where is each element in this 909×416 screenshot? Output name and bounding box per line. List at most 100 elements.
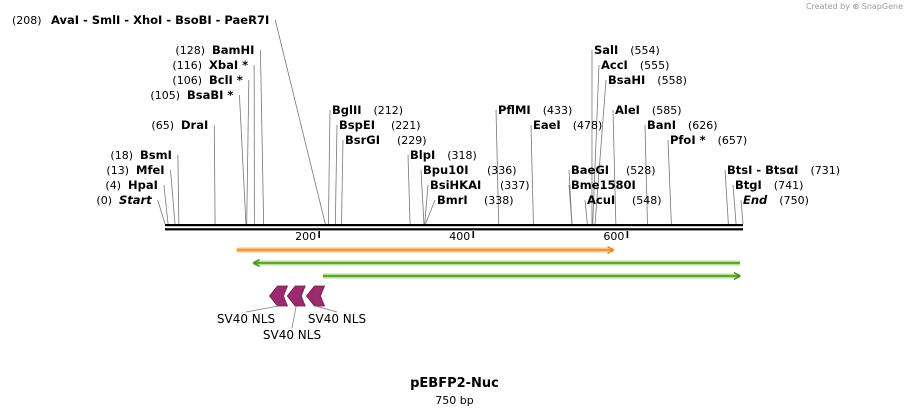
site-name-btgi: BtgI xyxy=(735,178,762,192)
site-leader-alei xyxy=(612,109,617,225)
site-leader-eaei xyxy=(530,124,534,225)
site-multi[interactable]: AvaI - SmlI - XhoI - BsoBI - PaeR7I(208) xyxy=(12,13,269,27)
site-leader-multi xyxy=(274,19,326,225)
site-name-multi: AvaI - SmlI - XhoI - BsoBI - PaeR7I xyxy=(51,13,269,27)
site-bcli[interactable]: BclI *(106) xyxy=(172,73,242,87)
orf-orange[interactable] xyxy=(236,245,615,255)
site-name-drai: DraI xyxy=(181,118,208,132)
site-pos-bspei: (221) xyxy=(391,119,421,132)
site-pos-mfei: (13) xyxy=(106,164,129,177)
site-name-bani: BanI xyxy=(647,118,676,132)
site-name-sali: SalI xyxy=(594,43,618,57)
nls-2-arrow xyxy=(286,285,306,307)
site-bsmi[interactable]: BsmI(18) xyxy=(110,148,171,162)
nls-3[interactable]: SV40 NLS xyxy=(305,285,366,326)
nls-2[interactable]: SV40 NLS xyxy=(263,285,321,342)
site-leader-bmri xyxy=(425,199,436,225)
site-pos-end: (750) xyxy=(779,194,809,207)
site-bsahi[interactable]: BsaHI(558) xyxy=(608,73,687,87)
site-leader-bspei xyxy=(334,124,338,225)
site-pos-bsrgi: (229) xyxy=(397,134,427,147)
site-acci[interactable]: AccI(555) xyxy=(601,58,669,72)
site-mfei[interactable]: MfeI (13) xyxy=(106,163,164,177)
site-name-baegi: BaeGI xyxy=(571,163,609,177)
site-leader-start xyxy=(157,199,166,225)
site-leader-btgi xyxy=(732,184,737,225)
site-bmri[interactable]: BmrI (338) xyxy=(437,193,514,207)
site-pos-drai: (65) xyxy=(151,119,174,132)
site-leader-bsahi xyxy=(594,79,607,225)
site-leader-bpu10i xyxy=(420,169,425,225)
site-bsihkai[interactable]: BsiHKAI(337) xyxy=(430,178,530,192)
site-eaei[interactable]: EaeI(478) xyxy=(533,118,602,132)
site-name-eaei: EaeI xyxy=(533,118,561,132)
site-pos-xbai: (116) xyxy=(172,59,202,72)
site-leader-bme1580i xyxy=(568,184,573,225)
orf-green-2[interactable] xyxy=(322,271,742,281)
site-name-bspei: BspEI xyxy=(339,118,375,132)
site-sali[interactable]: SalI(554) xyxy=(594,43,660,57)
site-btgi[interactable]: BtgI(741) xyxy=(735,178,803,192)
site-bsrgi[interactable]: BsrGI(229) xyxy=(345,133,427,147)
site-name-mfei: MfeI xyxy=(136,163,165,177)
site-name-bmri: BmrI xyxy=(437,193,468,207)
site-pfoi[interactable]: PfoI *(657) xyxy=(670,133,747,147)
site-pos-blpi: (318) xyxy=(447,149,477,162)
site-pos-bmri: (338) xyxy=(484,194,514,207)
site-bpu10i[interactable]: Bpu10I(336) xyxy=(423,163,517,177)
site-leader-drai xyxy=(213,124,216,225)
site-bamhi[interactable]: BamHI(128) xyxy=(175,43,254,57)
site-pos-alei: (585) xyxy=(652,104,682,117)
credit-prefix: Created by xyxy=(805,2,850,11)
nls-1[interactable]: SV40 NLS xyxy=(217,285,289,326)
orf-arrows xyxy=(236,245,742,281)
site-name-start: Start xyxy=(119,193,152,207)
nls-2-label: SV40 NLS xyxy=(263,328,321,342)
site-leader-acui xyxy=(584,199,588,225)
site-name-hpai: HpaI xyxy=(128,178,158,192)
site-hpai[interactable]: HpaI(4) xyxy=(105,178,158,192)
site-blpi[interactable]: BlpI(318) xyxy=(410,148,477,162)
tick-label-600: 600 xyxy=(603,230,624,243)
site-alei[interactable]: AleI (585) xyxy=(615,103,682,117)
site-end[interactable]: End(750) xyxy=(743,193,809,207)
site-name-xbai: XbaI * xyxy=(209,58,248,72)
plasmid-length: 750 bp xyxy=(435,394,474,407)
site-leader-pflmi xyxy=(495,109,500,225)
site-leader-end xyxy=(740,199,744,225)
site-drai[interactable]: DraI (65) xyxy=(151,118,208,132)
site-name-pfoi: PfoI * xyxy=(670,133,706,147)
site-leader-bcli xyxy=(246,79,250,225)
site-btsi[interactable]: BtsI - BtsαI(731) xyxy=(727,163,840,177)
site-bspei[interactable]: BspEI (221) xyxy=(339,118,421,132)
site-acui[interactable]: AcuI (548) xyxy=(587,193,662,207)
orf-green-1[interactable] xyxy=(252,258,740,268)
site-leader-bsrgi xyxy=(341,139,344,225)
site-pos-bani: (626) xyxy=(688,119,718,132)
site-pflmi[interactable]: PflMI(433) xyxy=(498,103,572,117)
site-name-bcli: BclI * xyxy=(209,73,243,87)
site-name-bsahi: BsaHI xyxy=(608,73,645,87)
site-leader-lines xyxy=(157,19,744,225)
tick-label-400: 400 xyxy=(449,230,470,243)
site-pos-bsabi: (105) xyxy=(150,89,180,102)
nls-3-arrow xyxy=(305,285,326,307)
dna-backbone[interactable] xyxy=(165,224,743,231)
site-pos-acui: (548) xyxy=(632,194,662,207)
site-bsabi[interactable]: BsaBI *(105) xyxy=(150,88,233,102)
site-bme1580i[interactable]: Bme1580I xyxy=(571,178,636,192)
site-pos-bglii: (212) xyxy=(374,104,404,117)
nls-1-arrow xyxy=(268,285,289,307)
site-name-alei: AleI xyxy=(615,103,640,117)
site-start[interactable]: Start(0) xyxy=(96,193,152,207)
site-pos-bpu10i: (336) xyxy=(487,164,517,177)
site-xbai[interactable]: XbaI * (116) xyxy=(172,58,248,72)
site-pos-bsmi: (18) xyxy=(110,149,133,162)
site-baegi[interactable]: BaeGI(528) xyxy=(571,163,656,177)
site-bglii[interactable]: BglII(212) xyxy=(332,103,403,117)
site-name-acui: AcuI xyxy=(587,193,615,207)
plasmid-name: pEBFP2-Nuc xyxy=(410,376,499,391)
nls-3-leader xyxy=(315,305,338,313)
site-bani[interactable]: BanI (626) xyxy=(647,118,718,132)
